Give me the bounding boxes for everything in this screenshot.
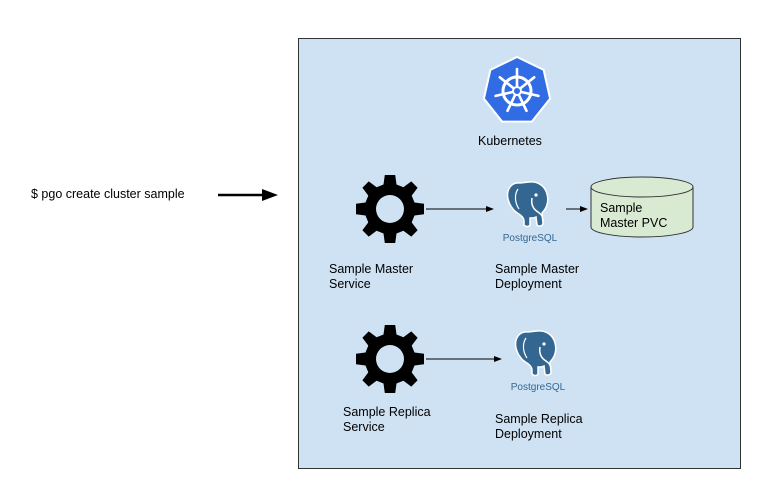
label-master-pvc-line2: Master PVC <box>600 216 668 230</box>
postgresql-logo-text-replica: PostgreSQL <box>511 382 566 393</box>
label-replica-deployment-line2: Deployment <box>495 427 562 441</box>
arrow-deployment-to-pvc <box>566 206 588 212</box>
arrow-service-to-deployment-master <box>426 206 494 212</box>
postgresql-logo-replica: PostgreSQL <box>511 330 566 393</box>
postgresql-logo-master: PostgreSQL <box>503 181 558 244</box>
kubernetes-logo <box>482 55 552 123</box>
label-replica-service: Sample Replica Service <box>343 405 431 435</box>
label-master-deployment-line2: Deployment <box>495 277 562 291</box>
label-replica-service-line2: Service <box>343 420 385 434</box>
label-replica-deployment-line1: Sample Replica <box>495 412 583 426</box>
label-replica-service-line1: Sample Replica <box>343 405 431 419</box>
cluster-title: Kubernetes <box>478 134 542 149</box>
postgresql-logo-text-master: PostgreSQL <box>503 233 558 244</box>
label-master-pvc-line1: Sample <box>600 201 643 215</box>
arrow-service-to-deployment-replica <box>426 356 502 362</box>
label-master-service-line2: Service <box>329 277 371 291</box>
command-text: $ pgo create cluster sample <box>31 187 185 202</box>
label-replica-deployment: Sample Replica Deployment <box>495 412 583 442</box>
command-label: $ pgo create cluster sample <box>31 187 185 201</box>
label-master-service: Sample Master Service <box>329 262 413 292</box>
label-master-deployment-line1: Sample Master <box>495 262 580 276</box>
cylinder-icon-pvc <box>590 176 694 238</box>
cluster-title-text: Kubernetes <box>478 134 542 148</box>
label-master-service-line1: Sample Master <box>329 262 414 276</box>
label-master-deployment: Sample Master Deployment <box>495 262 579 292</box>
label-master-pvc: Sample Master PVC <box>600 201 667 231</box>
command-arrow <box>218 189 278 201</box>
